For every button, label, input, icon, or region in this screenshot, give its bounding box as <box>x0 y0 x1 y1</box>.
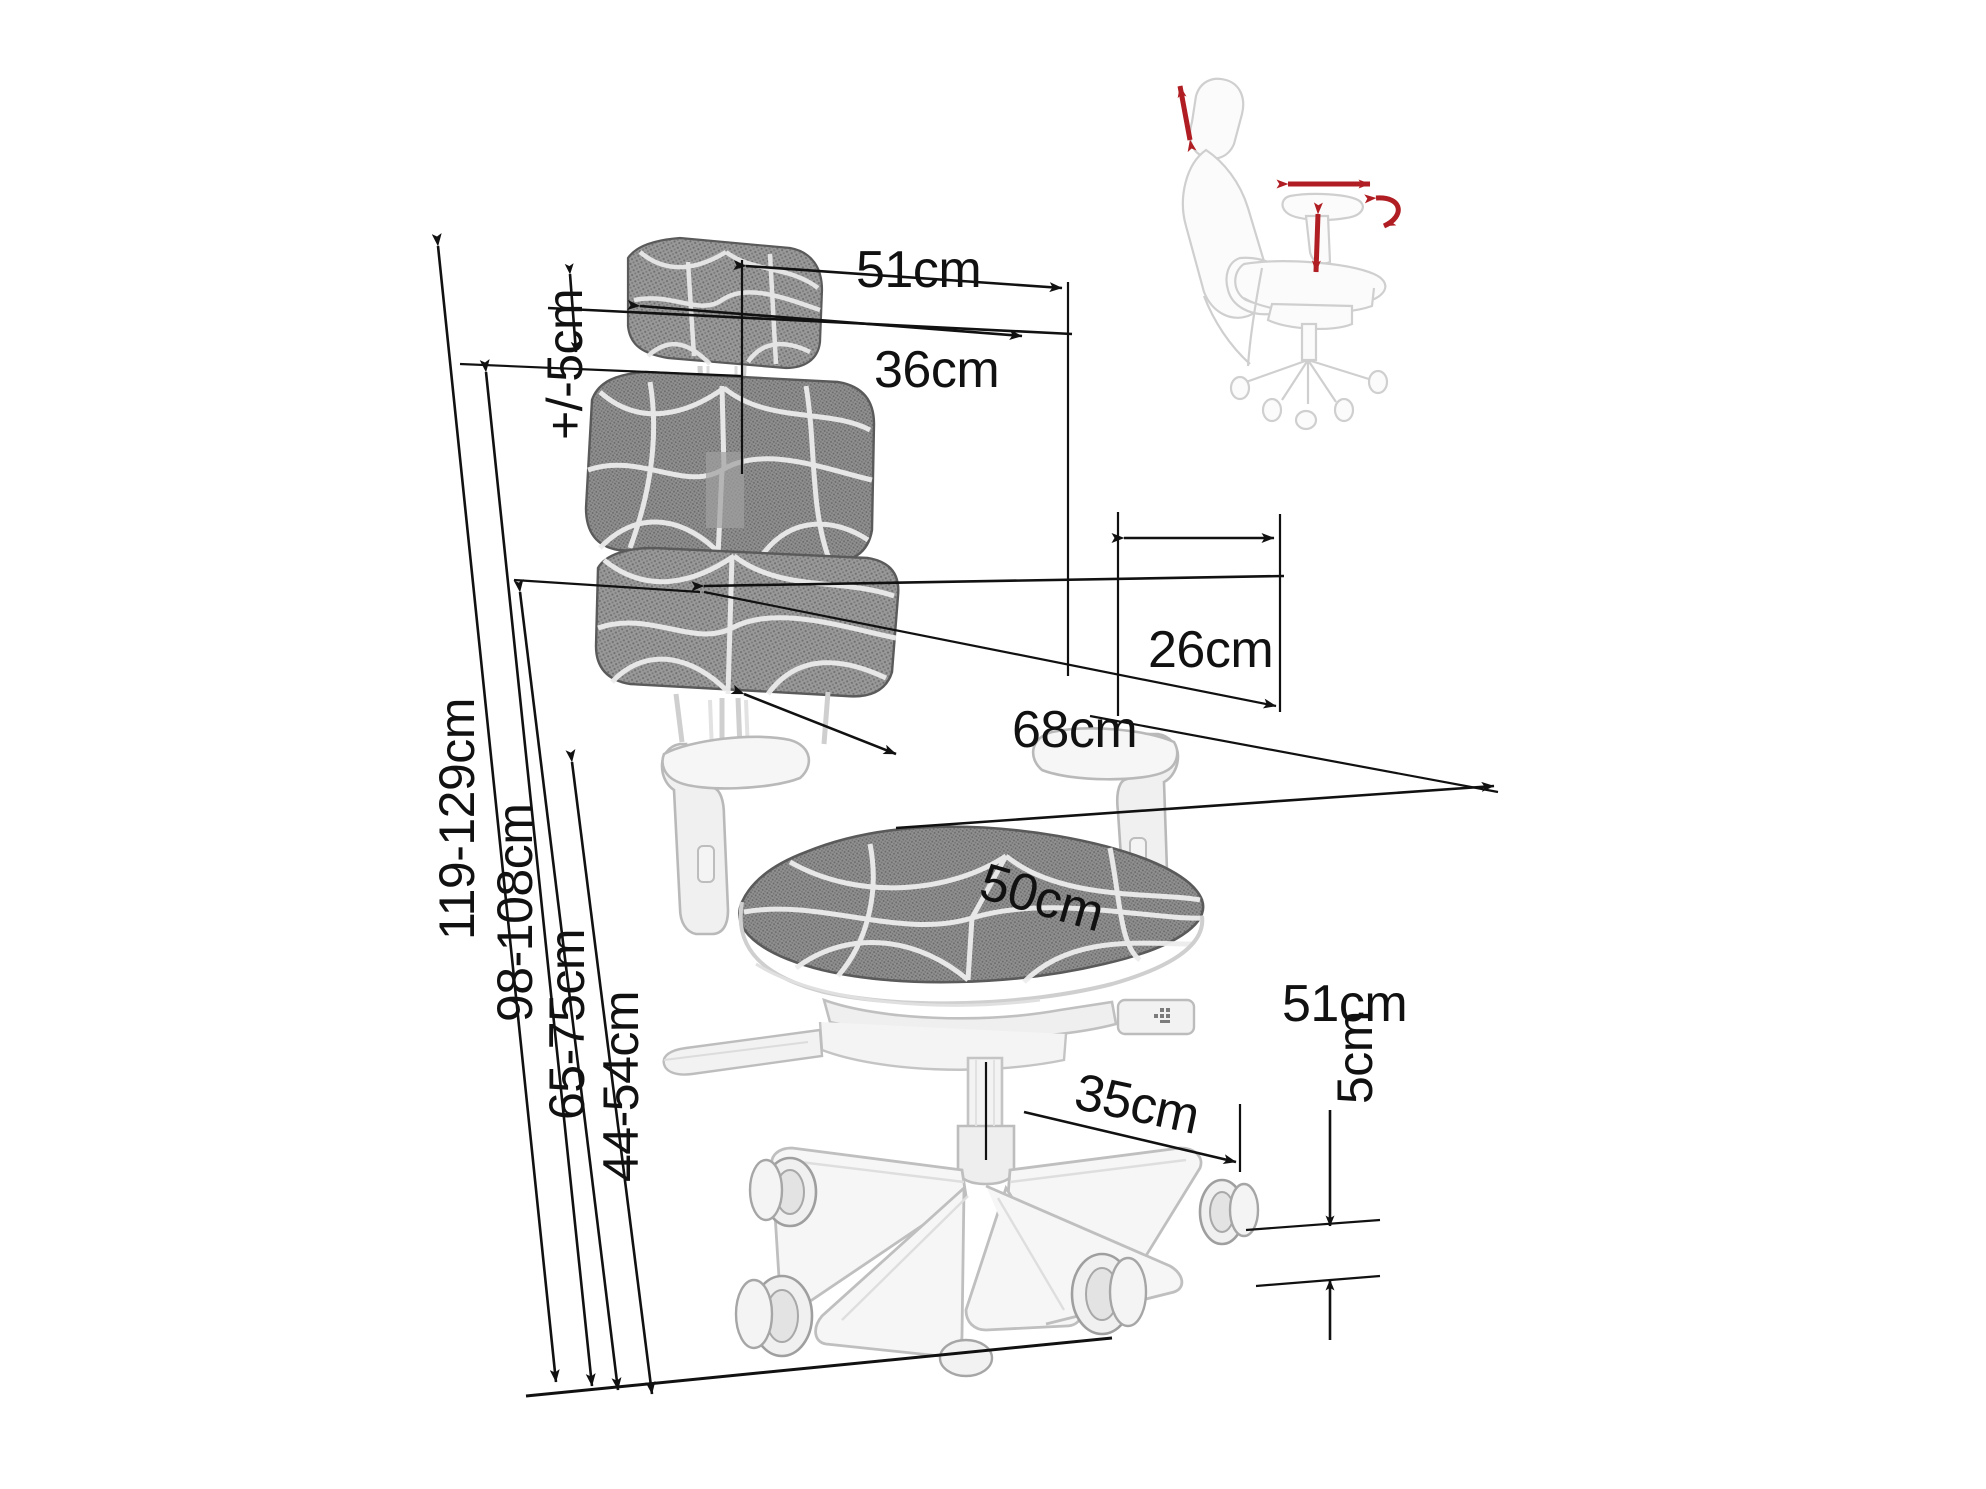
ext-5-bottom <box>1255 1274 1381 1288</box>
label-total-height: 119-129cm <box>429 698 485 940</box>
caster <box>938 1338 994 1378</box>
label-overall-width: 51cm <box>856 241 982 299</box>
label-across-arms: 68cm <box>1012 701 1138 759</box>
chair-casters <box>734 1156 1260 1378</box>
dimension-lines <box>431 233 1499 1398</box>
chair-lumbar-support <box>594 546 900 753</box>
armrest-height-arrow <box>1311 202 1323 273</box>
chair-illustration <box>584 236 1260 1378</box>
inset-chair-outline <box>1181 77 1389 431</box>
dim-seat-width <box>730 684 897 756</box>
armrest-rotation-arrow <box>1364 194 1401 229</box>
dim-seat-depth <box>895 781 1495 830</box>
label-back-height: 98-108cm <box>487 803 543 1022</box>
ext-68-left <box>513 578 701 594</box>
ext-depth-upper <box>1089 714 1499 794</box>
dim-seat-height <box>565 748 656 1395</box>
chair-backrest-upper <box>584 370 876 564</box>
dim-headrest-width <box>627 300 1023 341</box>
label-armrest-depth: 26cm <box>1148 621 1274 679</box>
ground-line <box>525 1336 1113 1398</box>
label-armrest-height: 65-75cm <box>539 928 595 1120</box>
label-headrest-travel: +/-5cm <box>537 288 593 440</box>
chair-base-star-highlights <box>799 1158 1187 1321</box>
caster <box>734 1274 814 1358</box>
caster <box>1198 1178 1260 1246</box>
chair-mechanism <box>662 997 1196 1076</box>
label-headrest-width: 36cm <box>874 341 1000 399</box>
dim-across-arms <box>691 574 1285 592</box>
label-seat-height: 44-54cm <box>593 990 649 1182</box>
inset-side-view-diagram <box>1177 77 1401 431</box>
chair-seat <box>738 825 1205 1007</box>
dim-overall-width <box>733 260 1063 293</box>
dim-68-lower <box>703 590 1277 709</box>
dim-base-radius <box>1023 1110 1237 1164</box>
ext-5-top <box>1245 1218 1381 1232</box>
caster <box>1070 1252 1148 1336</box>
label-seat-depth: 51cm <box>1282 975 1408 1033</box>
label-caster-height: 5cm <box>1327 1011 1383 1104</box>
headrest-height-arrow <box>1177 85 1197 153</box>
dim-headrest-travel <box>564 263 580 353</box>
caster <box>748 1156 818 1228</box>
